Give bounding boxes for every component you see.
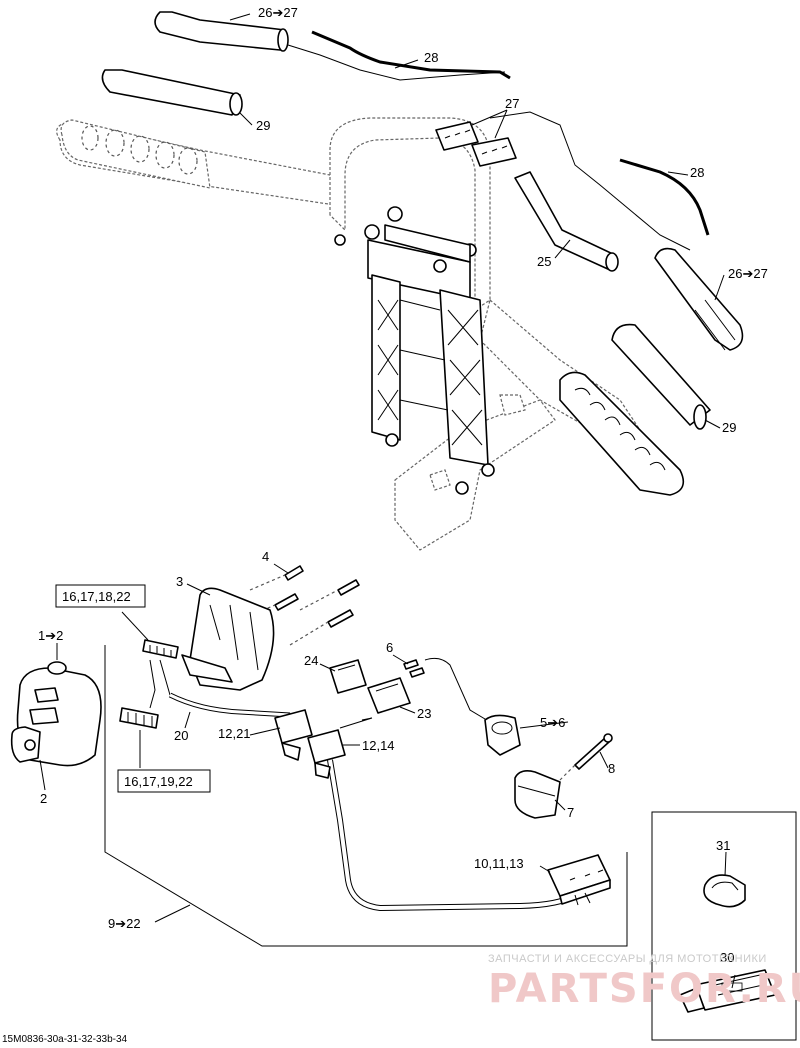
switch-pod-1 [10,661,102,767]
callout-box-bottom-frame [117,769,211,793]
connector-27-right [471,137,517,167]
clip-31 [703,874,746,908]
screws-4 [239,565,360,646]
heater-wire-right [619,158,710,236]
grip-sleeve-right [611,323,711,430]
callout-9-22: 9➔22 [108,916,141,931]
callout-12-21: 12,21 [218,726,251,741]
callout-5-6: 5➔6 [540,715,565,730]
switch-5 [484,714,521,756]
connector-24 [329,659,367,694]
lubricant-tube-30 [679,969,776,1013]
callout-box-top-frame [55,584,146,608]
handlebar-ghost-outline [56,117,641,551]
grip-heater-element-top [154,11,506,81]
callout-31: 31 [716,838,730,853]
left-handlebar-grip [60,119,211,189]
connector-12-21 [274,709,313,761]
watermark-logo: PARTSFOR.RU [488,966,800,1012]
watermark-tagline: ЗАПЧАСТИ И АКСЕССУАРЫ ДЛЯ МОТОТЕХНИКИ [488,953,767,965]
callout-7: 7 [567,805,574,820]
right-handlebar-grip [559,371,685,496]
heater-wire-top [311,30,511,80]
callout-4: 4 [262,549,269,564]
module-10-11-13 [547,854,611,906]
callout-8: 8 [608,761,615,776]
callout-2: 2 [40,791,47,806]
leader-lines [39,13,736,989]
arrow-connector [339,717,373,729]
callout-28-top: 28 [424,50,438,65]
callout-20: 20 [174,728,188,743]
connector-23 [367,677,411,714]
grip-sleeve-top [101,69,243,116]
callout-30: 30 [720,950,734,965]
diagram-code: 15M0836-30a-31-32-33b-34 [2,1034,128,1045]
inset-frame [651,811,797,1041]
callout-box-bottom: 16,17,19,22 [124,774,193,789]
callout-1-2: 1➔2 [38,628,63,643]
callout-28-right: 28 [690,165,704,180]
callout-29-right: 29 [722,420,736,435]
callout-26-27-right: 26➔27 [728,266,768,281]
callout-25: 25 [537,254,551,269]
connector-16-17-18-22 [142,639,179,659]
callout-27: 27 [505,96,519,111]
callout-12-14: 12,14 [362,738,395,753]
steering-riser [334,206,495,495]
switch-housing-3 [181,587,275,691]
terminal-pins-6 [403,657,491,723]
group-bracket-9-22 [104,645,628,947]
connector-27-left [435,121,479,151]
harness-wire-right [489,111,691,251]
connector-16-17-19-22 [119,659,171,729]
tube-25 [514,171,619,272]
callout-box-top: 16,17,18,22 [62,589,131,604]
callout-29-top: 29 [256,118,270,133]
callout-10-11-13: 10,11,13 [474,856,524,871]
callout-6: 6 [386,640,393,655]
grip-heater-element-right [654,247,744,351]
callout-3: 3 [176,574,183,589]
callout-23: 23 [417,706,431,721]
callout-24: 24 [304,653,318,668]
bolt-8 [559,733,613,781]
cover-7 [514,770,561,819]
connector-12-14 [307,729,346,779]
callout-26-27-top: 26➔27 [258,5,298,20]
